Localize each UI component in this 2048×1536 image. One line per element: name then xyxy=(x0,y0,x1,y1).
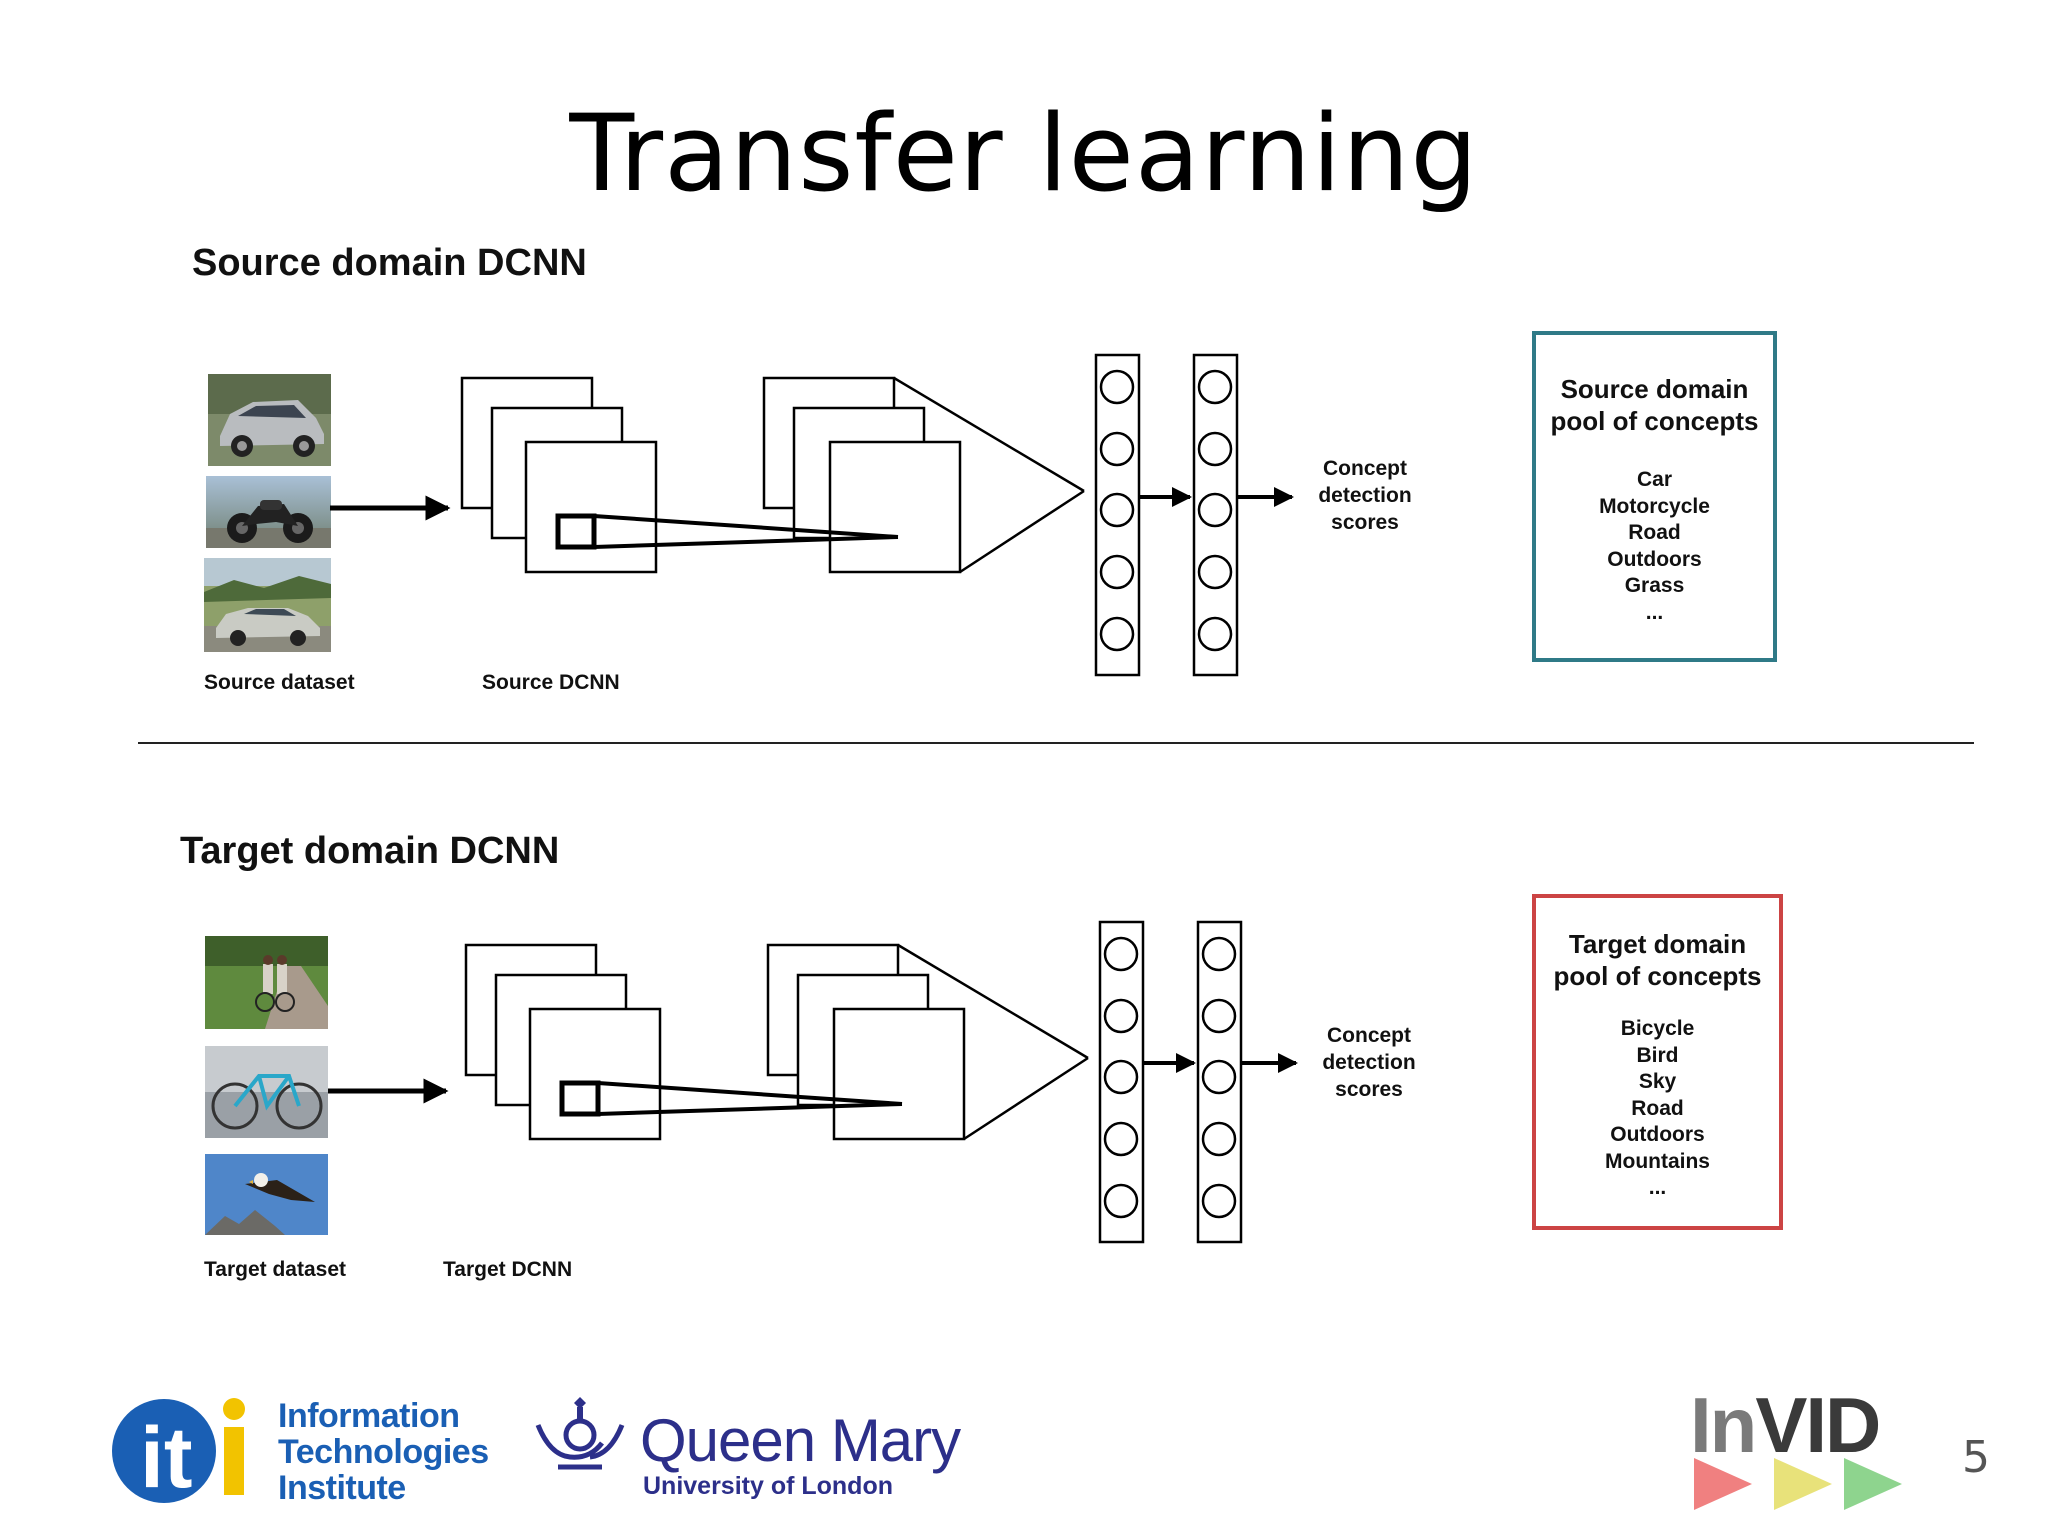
invid-play-triangles xyxy=(1694,1454,1914,1514)
slide-title: Transfer learning xyxy=(569,92,1479,215)
target-thumb-cyclists xyxy=(205,936,328,1029)
target-scores-label: Concept detection scores xyxy=(1322,1024,1416,1101)
target-network-diagram xyxy=(328,920,1298,1244)
source-thumb-car xyxy=(208,374,331,466)
target-dataset-label: Target dataset xyxy=(204,1258,346,1281)
target-dcnn-label: Target DCNN xyxy=(443,1258,573,1281)
target-pool-items: Bicycle Bird Sky Road Outdoors Mountains… xyxy=(1605,1017,1710,1199)
crown-icon xyxy=(530,1395,630,1475)
invid-logo-text: InVID xyxy=(1690,1381,1881,1469)
iti-logo-mark: it xyxy=(102,1395,252,1506)
source-network-diagram xyxy=(330,353,1294,677)
target-heading: Target domain DCNN xyxy=(180,830,560,872)
source-dataset-label: Source dataset xyxy=(204,671,355,694)
section-divider xyxy=(138,742,1974,744)
target-thumb-eagle xyxy=(205,1154,328,1235)
target-thumb-bicycle xyxy=(205,1046,328,1138)
page-number: 5 xyxy=(1962,1432,1990,1483)
target-pool-title: Target domain pool of concepts xyxy=(1553,929,1762,991)
source-thumb-motorcycle xyxy=(206,476,331,548)
source-dcnn-label: Source DCNN xyxy=(482,671,620,694)
svg-text:it: it xyxy=(140,1410,193,1505)
source-thumb-vintage-car xyxy=(204,558,331,652)
source-scores-label: Concept detection scores xyxy=(1318,457,1412,534)
qmul-subtitle: University of London xyxy=(643,1472,893,1500)
target-concept-pool: Target domain pool of concepts Bicycle B… xyxy=(1532,894,1783,1230)
iti-logo-text: Information Technologies Institute xyxy=(278,1397,489,1507)
qmul-name: Queen Mary xyxy=(640,1407,961,1474)
source-heading: Source domain DCNN xyxy=(192,242,587,284)
source-pool-title: Source domain pool of concepts xyxy=(1550,374,1759,436)
source-pool-items: Car Motorcycle Road Outdoors Grass ... xyxy=(1599,468,1710,624)
source-concept-pool: Source domain pool of concepts Car Motor… xyxy=(1532,331,1777,662)
